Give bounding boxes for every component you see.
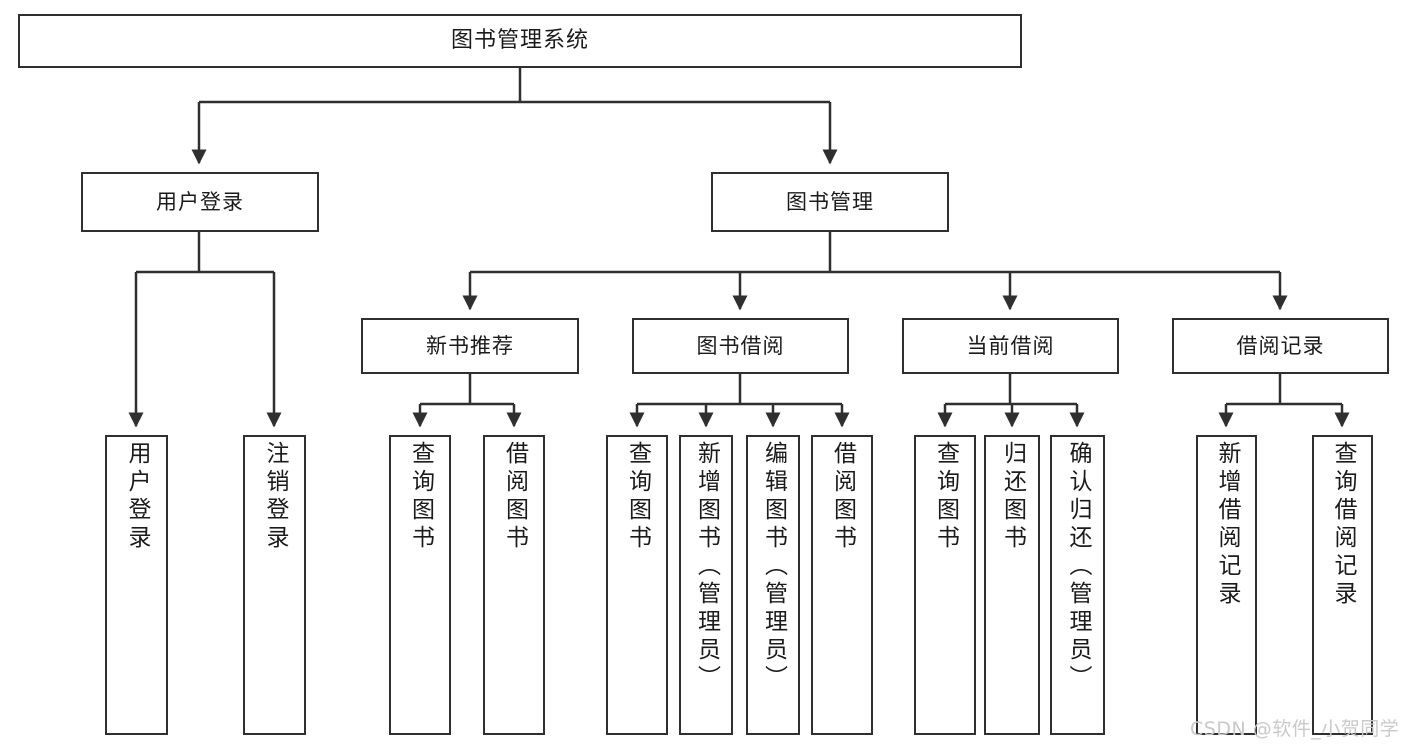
node-label: 查询图书 [407,441,434,553]
node-label: 图书借阅 [696,333,785,358]
node-leaf-user-login[interactable]: 用户登录 [105,435,168,735]
node-book-borrow[interactable]: 图书借阅 [632,318,849,374]
node-leaf-logout[interactable]: 注销登录 [243,435,306,735]
csdn-watermark: CSDN @软件_小贺同学 [1190,718,1400,740]
node-label: 查询图书 [932,441,959,553]
node-leaf-borrow-book-new[interactable]: 借阅图书 [483,435,545,735]
node-label: 借阅记录 [1236,333,1325,358]
node-label: 查询图书 [624,441,651,553]
node-label: 当前借阅 [966,333,1055,358]
node-label: 归还图书 [999,441,1026,553]
node-leaf-edit-book-admin[interactable]: 编辑图书（管理员） [746,435,800,735]
node-book-manage[interactable]: 图书管理 [711,172,949,232]
node-label: 确认归还（管理员） [1065,441,1091,693]
node-leaf-borrow-book[interactable]: 借阅图书 [811,435,873,735]
node-label: 借阅图书 [501,441,528,553]
node-leaf-add-book-admin[interactable]: 新增图书（管理员） [679,435,733,735]
node-label: 新增图书（管理员） [693,441,720,693]
node-leaf-confirm-return-admin[interactable]: 确认归还（管理员） [1050,435,1105,735]
node-label: 图书管理 [786,189,874,214]
node-label: 图书管理系统 [450,28,589,54]
node-label: 查询借阅记录 [1330,441,1356,609]
node-label: 新书推荐 [426,333,514,358]
node-new-book-recommend[interactable]: 新书推荐 [361,318,579,374]
node-borrow-record[interactable]: 借阅记录 [1172,318,1389,374]
node-leaf-query-book-new[interactable]: 查询图书 [389,435,451,735]
node-leaf-add-borrow-record[interactable]: 新增借阅记录 [1196,435,1257,735]
node-leaf-query-book-borrow[interactable]: 查询图书 [606,435,668,735]
node-leaf-return-book[interactable]: 归还图书 [984,435,1040,735]
node-user-login[interactable]: 用户登录 [81,172,319,232]
node-label: 编辑图书（管理员） [760,441,787,693]
node-label: 用户登录 [156,189,244,214]
node-root-system[interactable]: 图书管理系统 [18,14,1022,68]
node-current-borrow[interactable]: 当前借阅 [902,318,1119,374]
node-label: 用户登录 [124,441,150,553]
node-label: 借阅图书 [829,441,856,553]
node-leaf-query-book-current[interactable]: 查询图书 [914,435,976,735]
node-label: 注销登录 [262,441,288,553]
node-label: 新增借阅记录 [1214,441,1240,609]
node-leaf-query-borrow-record[interactable]: 查询借阅记录 [1312,435,1373,735]
